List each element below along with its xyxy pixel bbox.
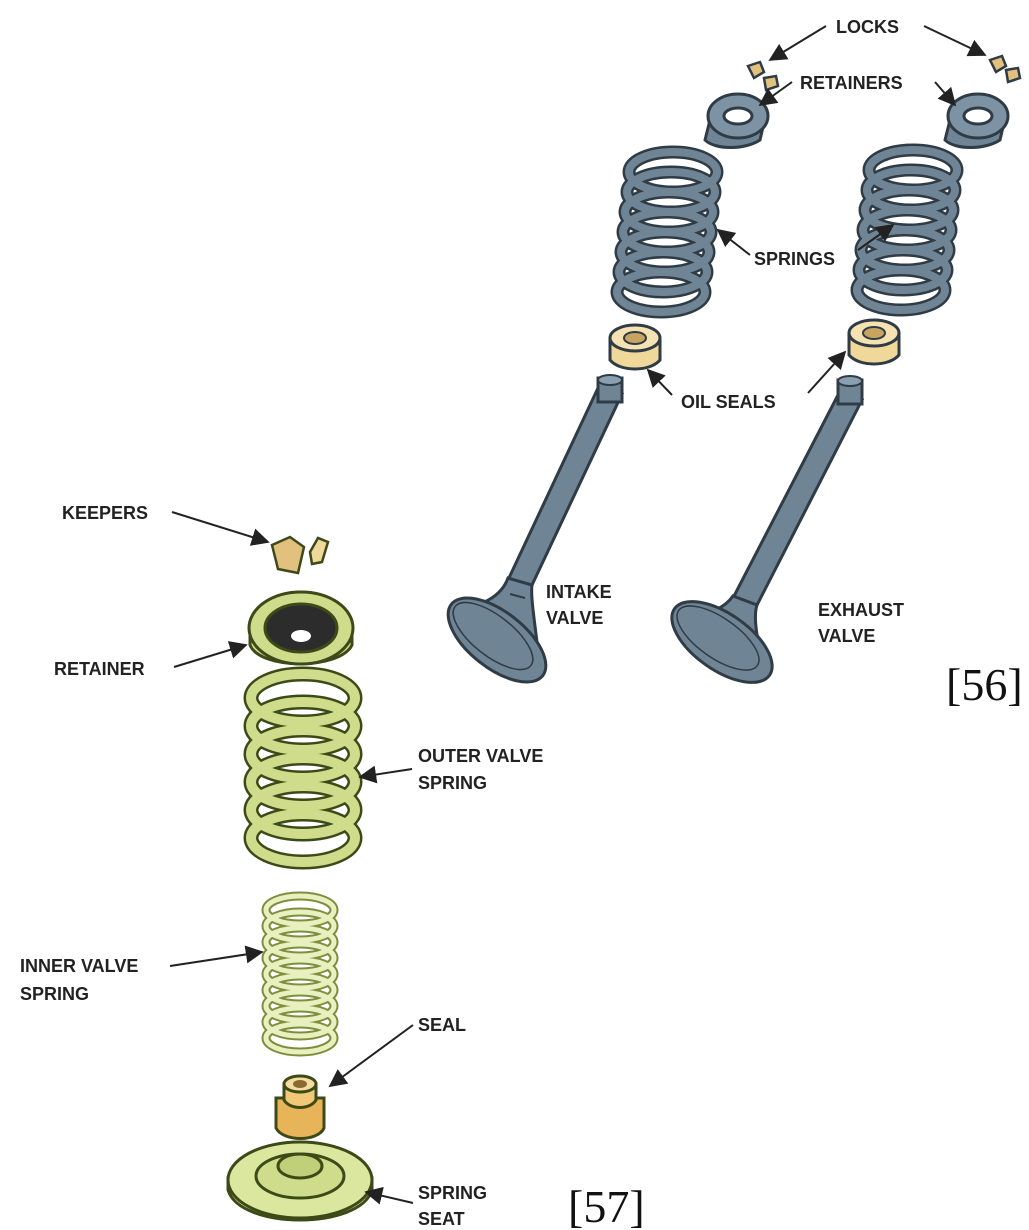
outer-valve-spring-label-line2: SPRING [418, 773, 487, 793]
keepers-label: KEEPERS [62, 503, 148, 523]
spring-seat-label-line2: SEAT [418, 1209, 465, 1229]
exhaust-oil-seal [849, 320, 899, 364]
spring-seat-label-line1: SPRING [418, 1183, 487, 1203]
intake-oil-seal [610, 325, 660, 369]
inner-valve-spring-label-line1: INNER VALVE [20, 956, 138, 976]
intake-valve-label-line1: INTAKE [546, 582, 612, 602]
retainers-label: RETAINERS [800, 73, 903, 93]
intake-valve-label-line2: VALVE [546, 608, 603, 628]
exhaust-locks [990, 56, 1020, 82]
exhaust-valve-label-line2: VALVE [818, 626, 875, 646]
inner-valve-spring-label-line2: SPRING [20, 984, 89, 1004]
retainer-label: RETAINER [54, 659, 145, 679]
valve-seal [276, 1076, 324, 1139]
springs-label: SPRINGS [754, 249, 835, 269]
oil-seals-label: OIL SEALS [681, 392, 776, 412]
intake-locks [748, 62, 778, 90]
exhaust-retainer [945, 94, 1008, 148]
intake-valve [434, 375, 622, 698]
figure-reference-56: [56] [946, 659, 1023, 710]
bottom-retainer [249, 592, 353, 664]
keepers [272, 537, 328, 573]
exhaust-valve-label-line1: EXHAUST [818, 600, 904, 620]
seal-label: SEAL [418, 1015, 466, 1035]
intake-retainer [705, 94, 768, 148]
figure-reference-57: [57] [568, 1181, 645, 1230]
outer-valve-spring-label-line1: OUTER VALVE [418, 746, 543, 766]
exhaust-valve [658, 376, 862, 698]
inner-valve-spring-coils [266, 896, 334, 1052]
spring-seat [228, 1142, 372, 1220]
locks-label: LOCKS [836, 17, 899, 37]
top-figure: LOCKS RETAINERS SPRINGS OIL SEALS INTAKE… [434, 17, 1023, 710]
